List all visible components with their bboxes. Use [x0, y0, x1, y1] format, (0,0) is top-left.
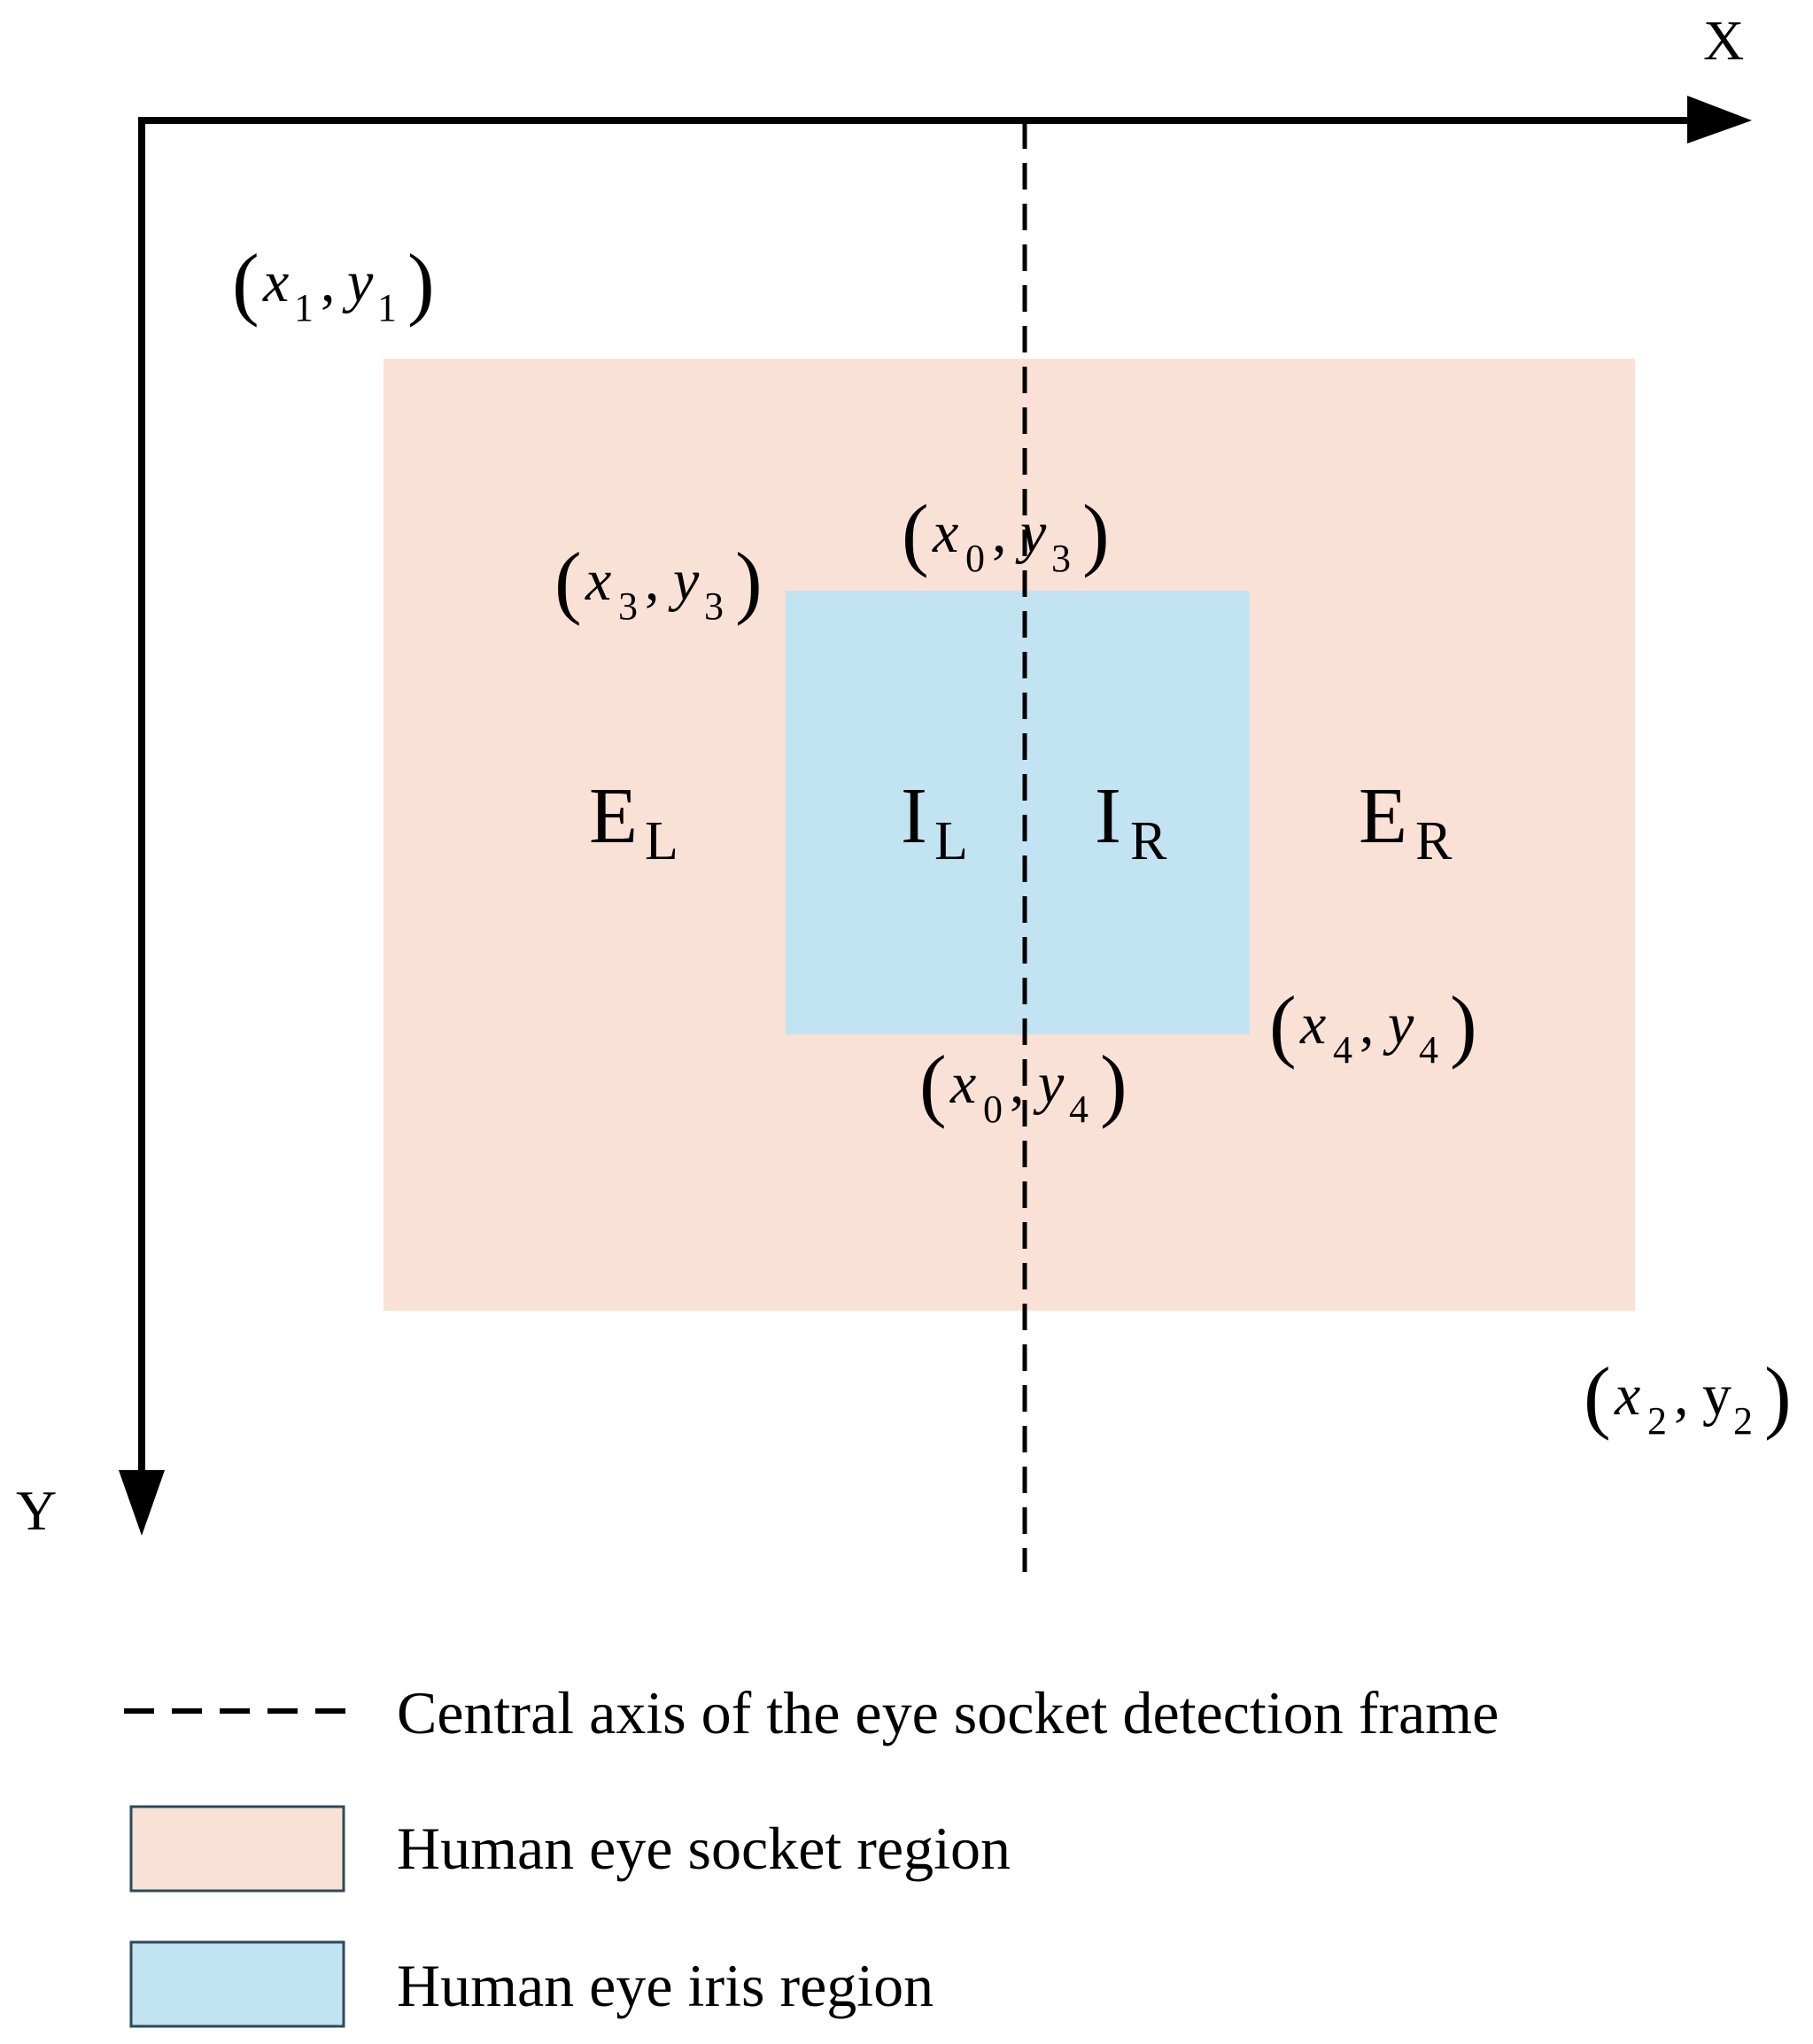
svg-text:I: I	[901, 772, 927, 860]
y-axis-label: Y	[16, 1479, 57, 1542]
svg-text:y: y	[1015, 500, 1047, 565]
svg-text:3: 3	[618, 585, 638, 628]
svg-text:(: (	[902, 488, 929, 578]
svg-text:E: E	[1359, 772, 1407, 860]
svg-text:y: y	[342, 250, 374, 314]
svg-text:x: x	[1614, 1363, 1640, 1428]
svg-text:(: (	[554, 536, 582, 626]
svg-text:3: 3	[704, 585, 724, 628]
svg-text:2: 2	[1733, 1399, 1753, 1443]
svg-text:(: (	[1584, 1351, 1611, 1441]
legend-iris-swatch	[129, 1940, 345, 2028]
svg-text:y: y	[668, 548, 700, 613]
svg-text:(: (	[919, 1039, 947, 1129]
svg-text:1: 1	[377, 286, 397, 329]
legend-socket-swatch	[129, 1805, 345, 1893]
svg-text:y: y	[1383, 992, 1414, 1057]
svg-text:0: 0	[965, 537, 985, 580]
svg-text:2: 2	[1647, 1399, 1667, 1443]
legend: Central axis of the eye socket detection…	[124, 1679, 1499, 2028]
svg-text:I: I	[1095, 772, 1121, 860]
legend-axis-label: Central axis of the eye socket detection…	[397, 1679, 1499, 1746]
svg-text:): )	[1450, 979, 1477, 1070]
svg-text:): )	[1100, 1039, 1127, 1129]
region-label-er: E R	[1359, 772, 1453, 871]
svg-text:,: ,	[1010, 1051, 1025, 1116]
x-axis-label: X	[1703, 9, 1744, 72]
x-axis-arrowhead	[1687, 96, 1752, 143]
svg-text:x: x	[1299, 992, 1326, 1057]
svg-text:x: x	[585, 548, 611, 613]
svg-text:,: ,	[992, 500, 1007, 565]
region-label-il: I L	[901, 772, 968, 871]
svg-text:): )	[1082, 488, 1110, 578]
svg-text:,: ,	[645, 548, 660, 613]
svg-text:x: x	[949, 1051, 976, 1116]
legend-iris-label: Human eye iris region	[397, 1952, 934, 2019]
svg-text:3: 3	[1051, 537, 1071, 580]
svg-text:(: (	[1269, 979, 1297, 1070]
legend-socket-label: Human eye socket region	[397, 1815, 1011, 1882]
svg-text:E: E	[589, 772, 638, 860]
y-axis-arrowhead	[119, 1470, 165, 1536]
region-label-el: E L	[589, 772, 678, 871]
svg-text:x: x	[932, 500, 958, 565]
svg-text:R: R	[1130, 811, 1167, 871]
svg-text:L: L	[645, 811, 678, 871]
svg-text:,: ,	[321, 250, 336, 314]
coord-label-x3-y3: ( x 3 , y 3 )	[554, 536, 763, 628]
coord-label-x1-y1: ( x 1 , y 1 )	[232, 237, 435, 329]
coord-label-x4-y4: ( x 4 , y 4 )	[1269, 979, 1477, 1072]
svg-text:R: R	[1415, 811, 1453, 871]
coord-label-x0-y3: ( x 0 , y 3 )	[902, 488, 1110, 580]
svg-text:y: y	[1033, 1051, 1065, 1116]
svg-text:4: 4	[1069, 1088, 1089, 1131]
svg-text:0: 0	[983, 1088, 1003, 1131]
svg-text:4: 4	[1419, 1028, 1438, 1072]
svg-text:): )	[1764, 1351, 1792, 1441]
eye-iris-region	[786, 591, 1250, 1034]
svg-text:4: 4	[1333, 1028, 1352, 1072]
svg-text:1: 1	[294, 286, 314, 329]
svg-text:L: L	[934, 811, 968, 871]
svg-text:): )	[407, 237, 435, 328]
svg-text:,: ,	[1674, 1363, 1689, 1428]
svg-text:,: ,	[1360, 992, 1375, 1057]
svg-text:): )	[735, 536, 763, 626]
region-label-ir: I R	[1095, 772, 1167, 871]
coord-label-x0-y4: ( x 0 , y 4 )	[919, 1039, 1127, 1131]
svg-text:x: x	[262, 250, 289, 314]
svg-text:y: y	[1702, 1363, 1732, 1428]
coord-label-x2-y2: ( x 2 , y 2 )	[1584, 1351, 1792, 1443]
svg-text:(: (	[232, 237, 260, 328]
